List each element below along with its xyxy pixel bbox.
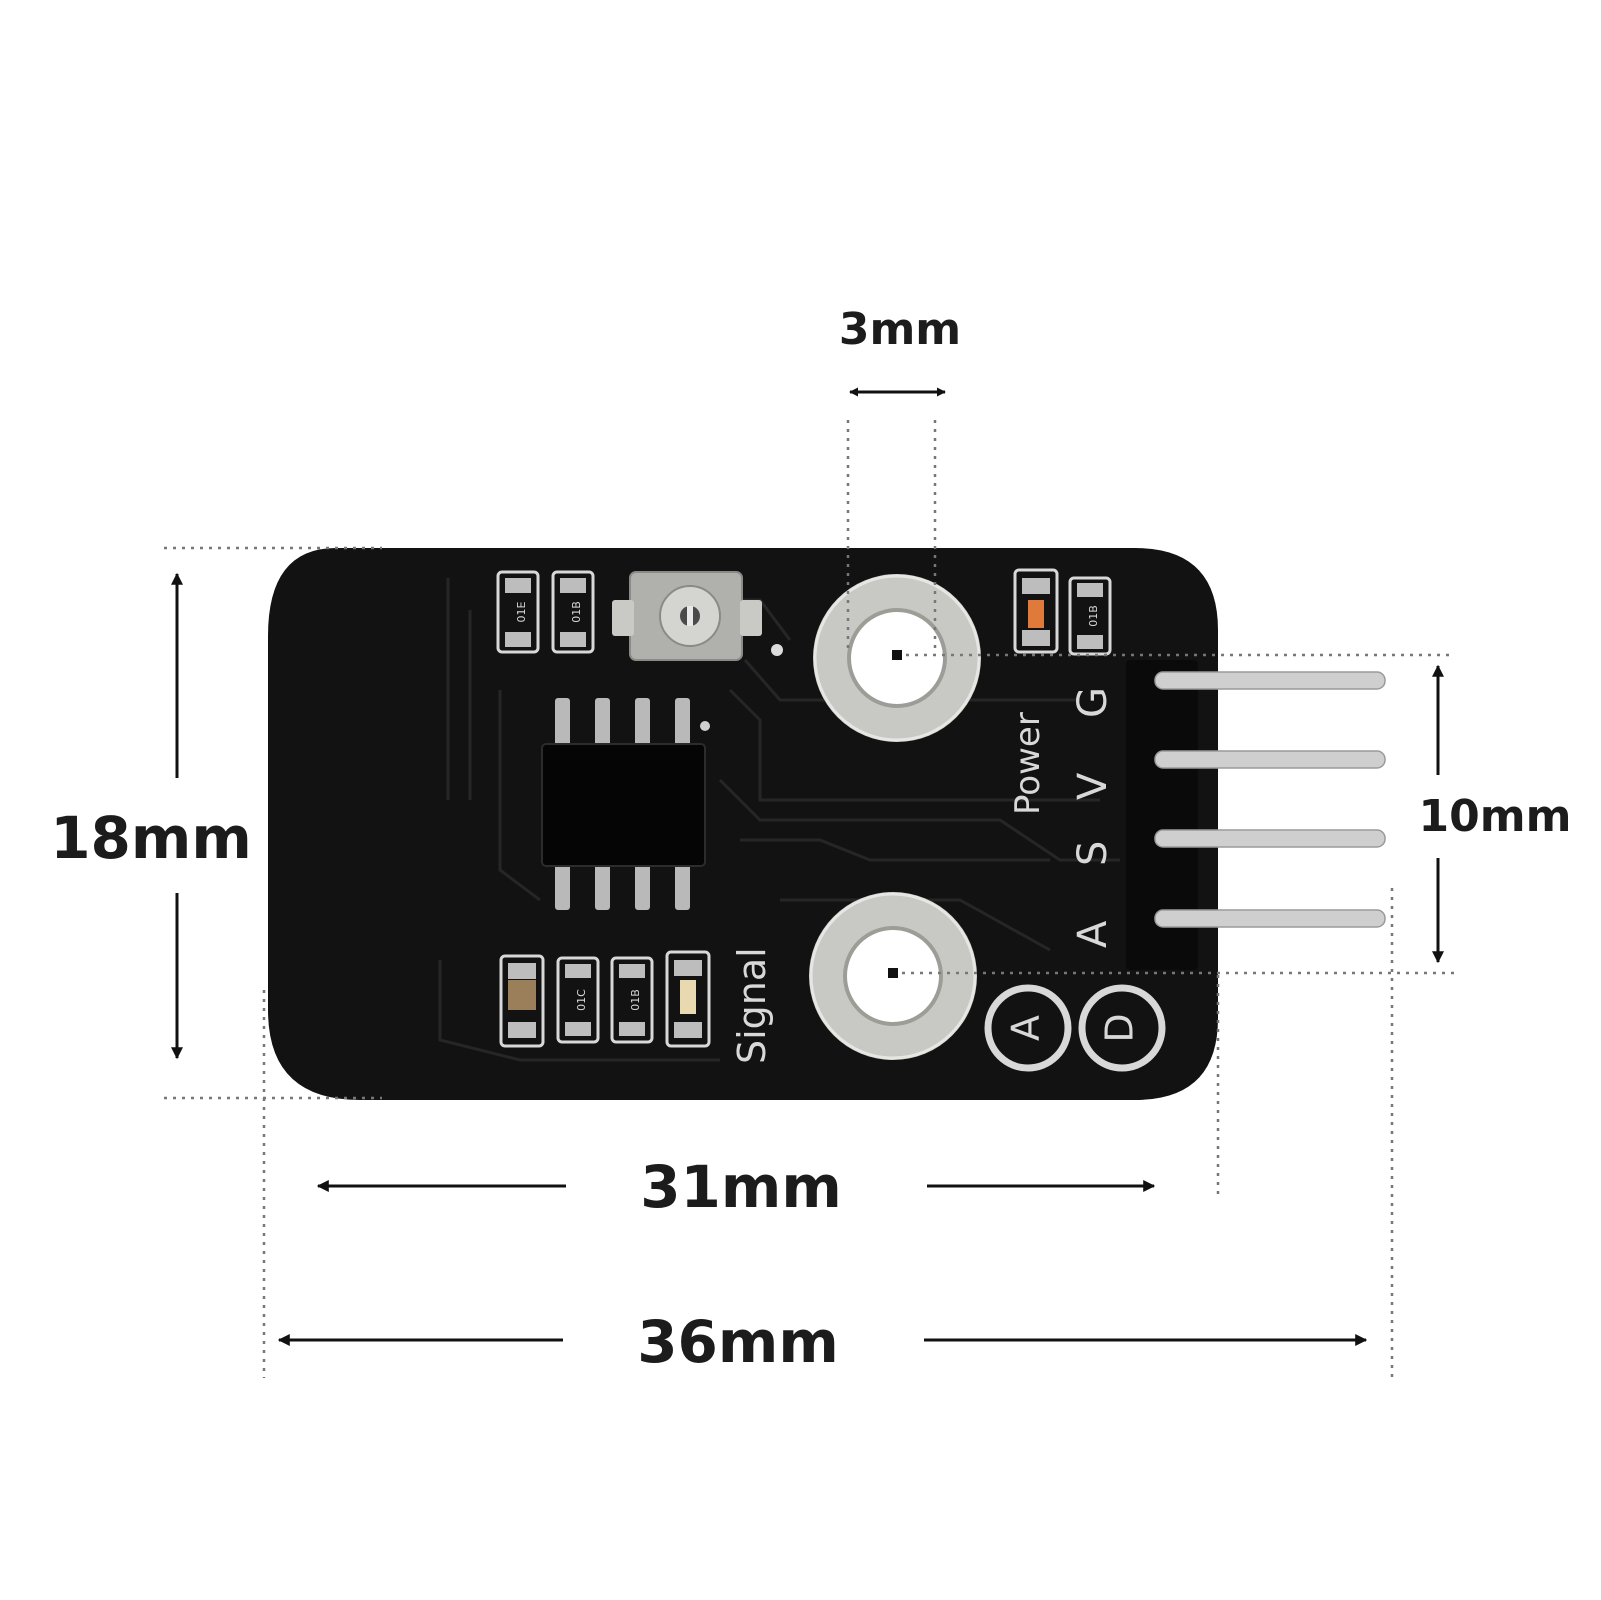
header-pin-a: [1154, 909, 1386, 928]
header-pin-g: [1154, 671, 1386, 690]
signal-led: [665, 950, 711, 1048]
resistor-code-3: 01B: [1087, 605, 1100, 627]
hole-diameter-label: 3mm: [839, 304, 961, 355]
dimension-guides: [164, 420, 1455, 1378]
resistor-code-2: 01B: [570, 601, 583, 623]
smd-resistor-2: 01B: [551, 570, 595, 654]
output-d-label: D: [1098, 1013, 1142, 1042]
signal-label: Signal: [730, 947, 774, 1064]
pin-header: [1126, 660, 1386, 970]
pin-label-a: A: [1070, 920, 1116, 948]
pin-label-g: G: [1070, 687, 1116, 718]
pin-label-s: S: [1070, 841, 1116, 866]
smd-resistor-5: 01B: [610, 956, 654, 1044]
resistor-code-4: 01C: [575, 989, 588, 1011]
pin-label-v: V: [1070, 772, 1116, 800]
board-width-label: 31mm: [640, 1153, 842, 1221]
power-label: Power: [1008, 712, 1048, 815]
header-pin-v: [1154, 750, 1386, 769]
smd-capacitor: [499, 954, 545, 1048]
header-housing: [1126, 660, 1198, 970]
power-led: [1013, 568, 1059, 654]
overall-width-label: 36mm: [637, 1308, 839, 1376]
resistor-code-5: 01B: [629, 989, 642, 1011]
board-outline: [268, 548, 1218, 1100]
smd-resistor-3: 01B: [1068, 576, 1112, 656]
potentiometer: [612, 571, 783, 661]
output-a-marker: A: [984, 984, 1072, 1072]
smd-resistor-4: 01C: [556, 956, 600, 1044]
ic-chip-soic8: [541, 698, 710, 910]
smd-resistor-1: 01E: [496, 570, 540, 654]
resistor-code-1: 01E: [515, 601, 528, 622]
pcb-board: [268, 548, 1218, 1100]
copper-traces: [438, 578, 1120, 1062]
board-height-label: 18mm: [50, 804, 252, 872]
output-a-label: A: [1004, 1015, 1048, 1041]
dimension-arrows: [171, 387, 1444, 1346]
output-d-marker: D: [1078, 984, 1166, 1072]
header-pin-s: [1154, 829, 1386, 848]
hole-spacing-label: 10mm: [1419, 791, 1572, 842]
